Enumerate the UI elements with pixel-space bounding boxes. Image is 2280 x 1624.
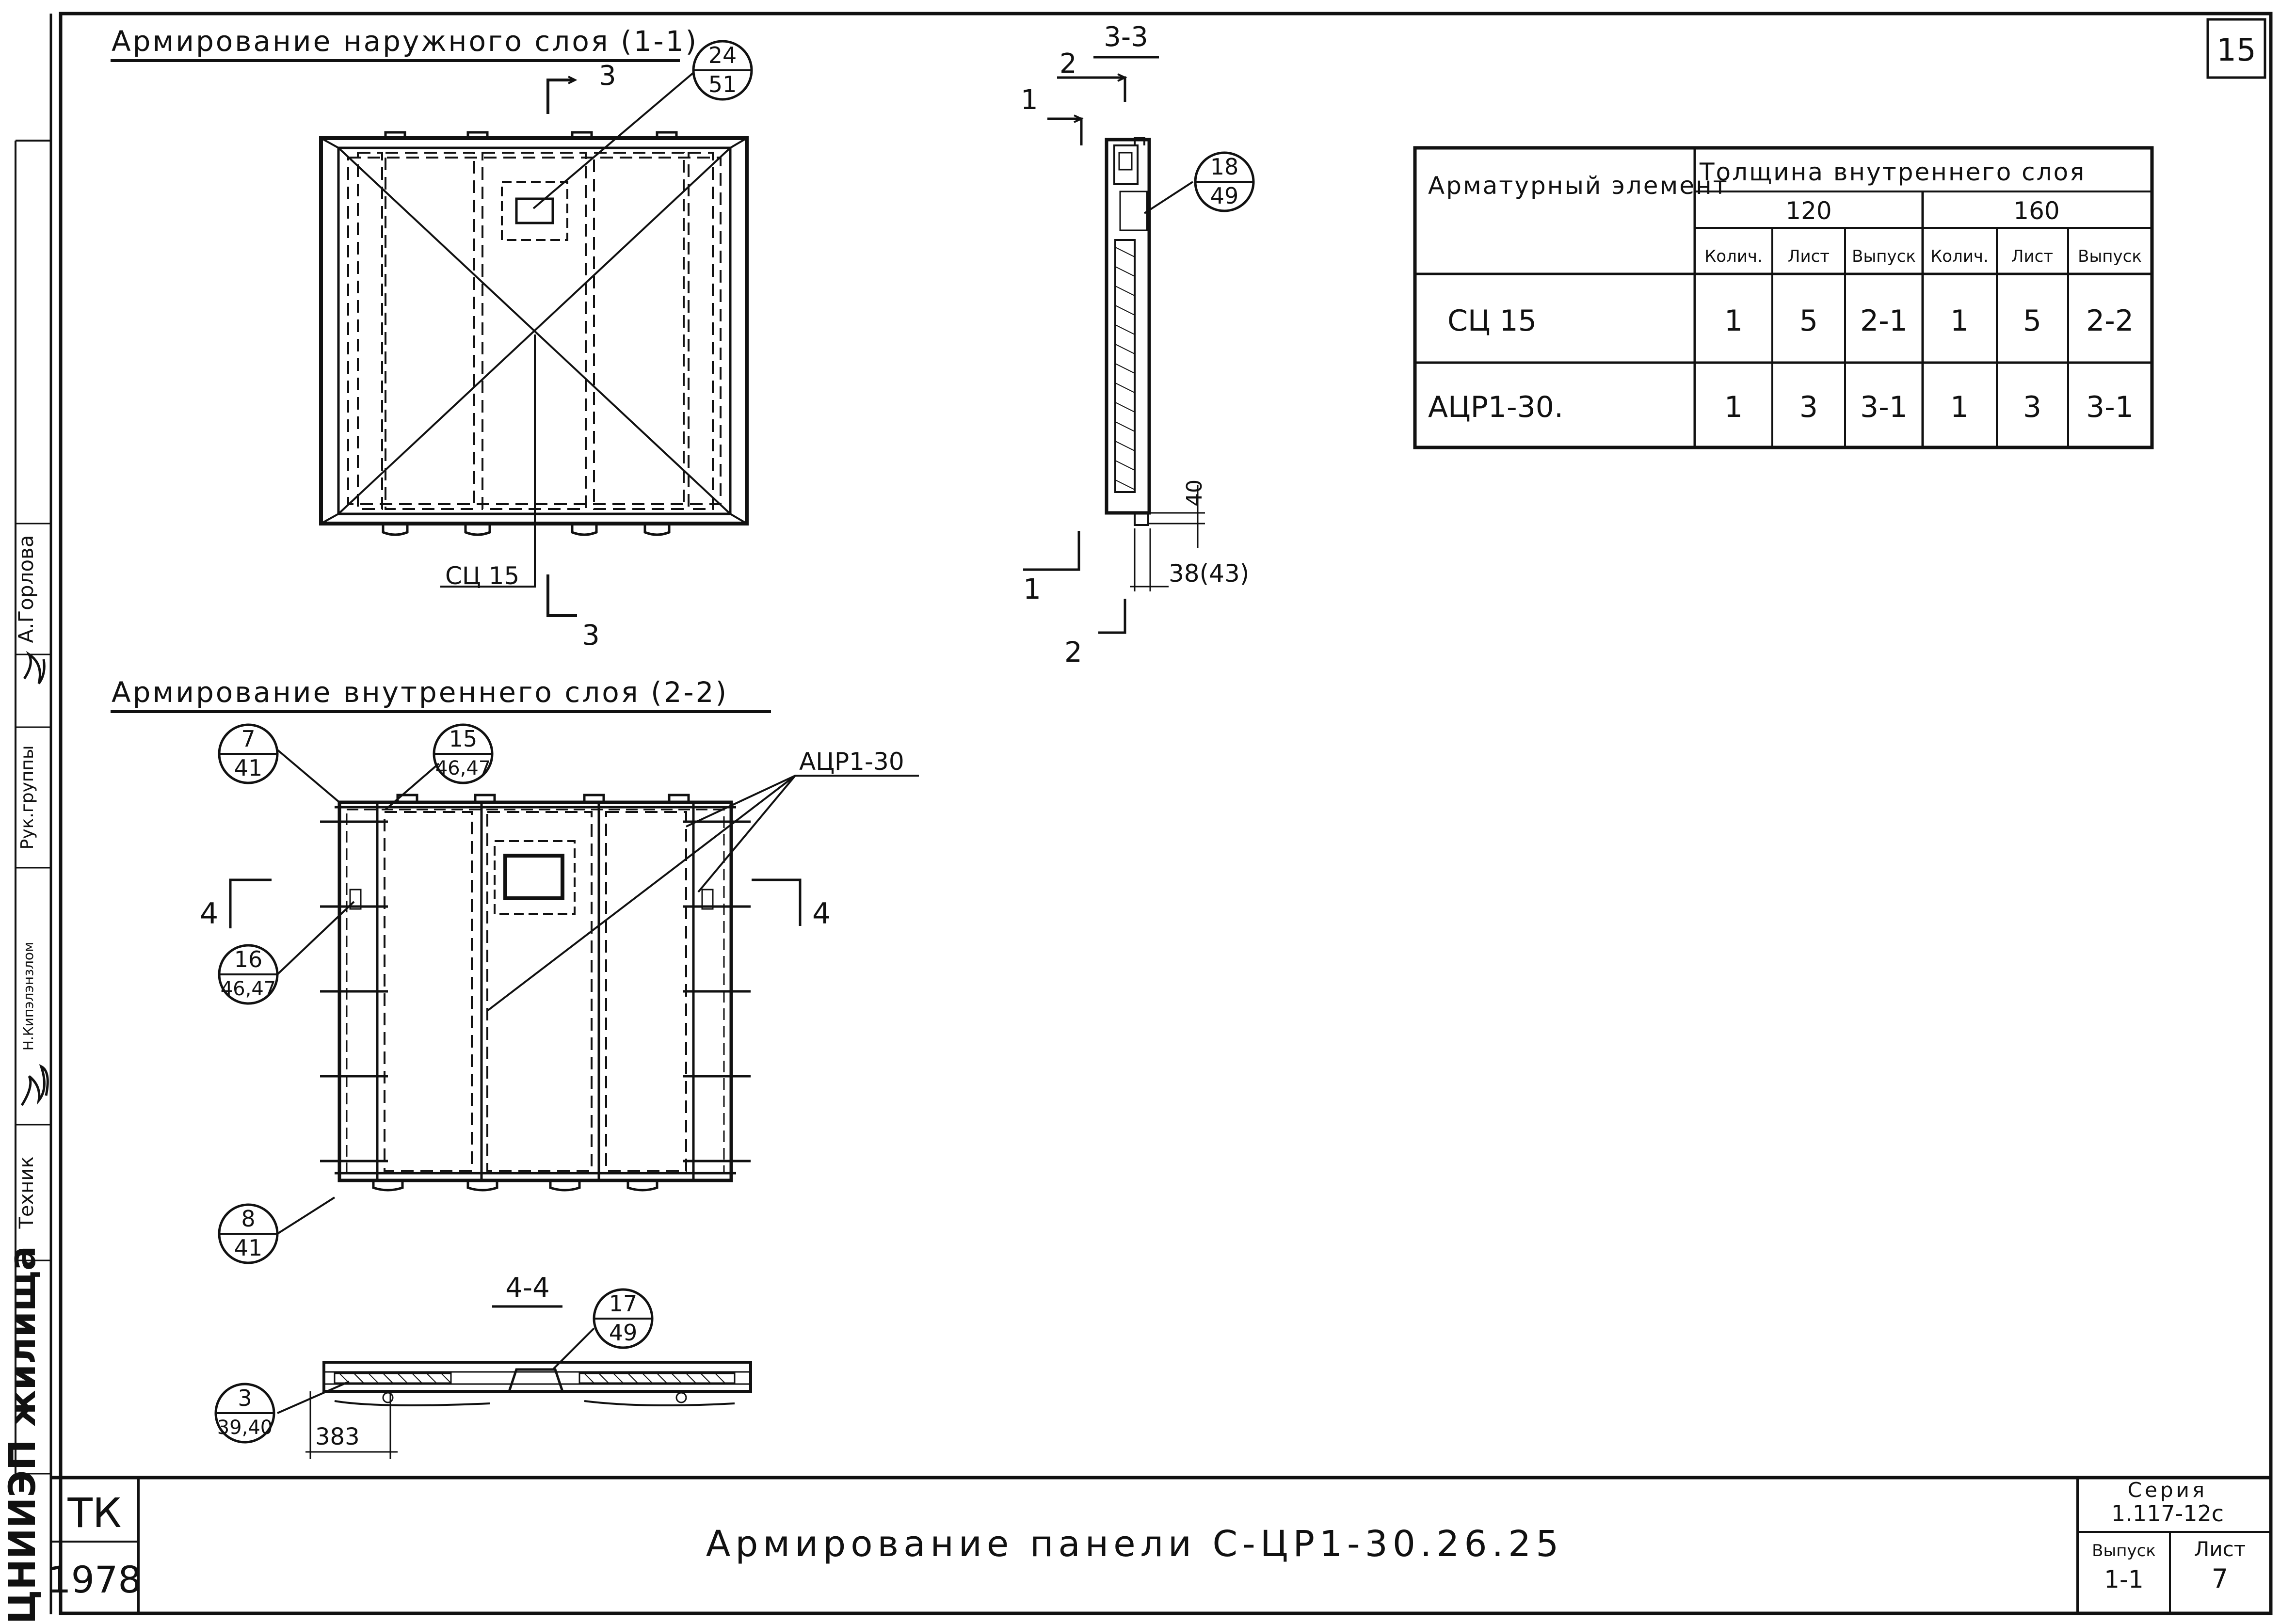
callout-24-51: 24 51	[692, 40, 753, 101]
table-sub-3: Выпуск	[1852, 247, 1916, 266]
svg-text:7: 7	[241, 726, 255, 752]
svg-text:51: 51	[708, 71, 737, 97]
table-row-2-cell: 3-1	[1860, 390, 1908, 424]
cut-4-left-label: 4	[200, 897, 218, 931]
section-44-view	[322, 1361, 752, 1406]
stamp-field-1: Техник	[16, 1156, 38, 1229]
table-row-2-cell: 3	[2023, 390, 2041, 424]
table-sub-4: Колич.	[1930, 247, 1989, 266]
stamp-field-2: Рук.группы	[17, 746, 37, 850]
svg-text:16: 16	[234, 946, 263, 972]
cut-mark-2-bottom	[1098, 599, 1126, 634]
svg-text:3: 3	[238, 1385, 252, 1411]
callout-7-41: 7 41	[218, 723, 279, 784]
table-sub-1: Колич.	[1704, 247, 1763, 266]
callout-8-41: 8 41	[218, 1203, 279, 1264]
table-row-2-cell: 3-1	[2086, 390, 2134, 424]
side-stamp: А.Горлова Рук.группы Н.Кипэлэнзлом Техни…	[0, 140, 51, 1624]
svg-text:8: 8	[241, 1206, 255, 1232]
table-sub-2: Лист	[1788, 247, 1830, 266]
svg-text:41: 41	[234, 1235, 263, 1261]
cut-3-bottom-label: 3	[582, 619, 600, 652]
sheet-frame	[59, 12, 2273, 1615]
section-33-title: 3-3	[1104, 21, 1148, 53]
series-value: 1.117-12с	[2111, 1500, 2224, 1527]
table-col-element: Арматурный элемент	[1428, 172, 1729, 200]
year-label: 1978	[48, 1558, 141, 1601]
callout-15-4647: 15 46,47	[433, 723, 494, 784]
table-row-1-cell: 1	[1950, 304, 1969, 338]
svg-text:15: 15	[449, 726, 478, 752]
stamp-name-2: А.Горлова	[14, 535, 38, 643]
title-block	[51, 1476, 2271, 1614]
acr-label: АЦР1-30	[799, 748, 904, 776]
cut-mark-1-top	[1047, 117, 1083, 145]
table-col-thickness: Толщина внутреннего слоя	[1699, 158, 2086, 186]
stamp-organization: ЦНИИЭП жилища	[0, 1246, 44, 1624]
table-row-2-cell: 3	[1799, 390, 1818, 424]
svg-text:49: 49	[609, 1320, 638, 1346]
cut-mark-2-top	[1057, 76, 1126, 102]
table-row-2-cell: 1	[1724, 390, 1743, 424]
list-label: Лист	[2194, 1537, 2246, 1561]
signature-1	[23, 651, 46, 685]
sheet-number: 15	[2216, 32, 2256, 68]
callout-3-3940: 3 39,40	[214, 1383, 275, 1444]
tk-label: ТК	[67, 1489, 122, 1537]
callout-17-49: 17 49	[593, 1288, 654, 1349]
svg-text:46,47: 46,47	[435, 757, 491, 780]
table-row-1-cell: 2-2	[2086, 304, 2134, 338]
table-sub-5: Лист	[2011, 247, 2053, 266]
callout-16-4647: 16 46,47	[218, 944, 279, 1005]
cut-2-top-label: 2	[1060, 48, 1077, 80]
list-value: 7	[2212, 1563, 2228, 1594]
cut-4-right-label: 4	[812, 897, 831, 931]
table-row-1-name: СЦ 15	[1447, 304, 1537, 338]
dim-40: 40	[1182, 479, 1207, 507]
section-44-title: 4-4	[505, 1272, 549, 1304]
cut-1-bottom-label: 1	[1023, 573, 1041, 605]
table-row-1-cell: 2-1	[1860, 304, 1908, 338]
svg-text:46,47: 46,47	[221, 978, 276, 1000]
table-row-2-name: АЦР1-30.	[1428, 390, 1563, 424]
inner-layer-view	[320, 794, 751, 1192]
svg-text:39,40: 39,40	[217, 1417, 273, 1439]
svg-text:49: 49	[1210, 183, 1239, 209]
table-row-1-cell: 1	[1724, 304, 1743, 338]
sc15-label: СЦ 15	[445, 562, 519, 590]
vyp-label: Выпуск	[2092, 1541, 2156, 1560]
cut-3-top-label: 3	[599, 60, 616, 92]
cut-mark-1-bottom	[1023, 531, 1080, 571]
svg-text:24: 24	[708, 42, 737, 68]
section-33-view	[1105, 137, 1151, 526]
stamp-name-1: Н.Кипэлэнзлом	[20, 942, 36, 1051]
table-row-1-cell: 5	[1799, 304, 1818, 338]
table-row-2-cell: 1	[1950, 390, 1969, 424]
dim-383: 383	[315, 1423, 360, 1450]
table-t160: 160	[2013, 197, 2059, 225]
sheet-title: Армирование панели С-ЦР1-30.26.25	[706, 1523, 1564, 1565]
vyp-value: 1-1	[2104, 1565, 2144, 1593]
svg-text:17: 17	[609, 1290, 638, 1317]
series-label: Серия	[2128, 1478, 2207, 1502]
outer-layer-title: Армирование наружного слоя (1-1)	[112, 25, 698, 58]
dim-38: 38(43)	[1169, 559, 1249, 588]
inner-layer-title: Армирование внутреннего слоя (2-2)	[112, 676, 728, 709]
table-row-1-cell: 5	[2023, 304, 2041, 338]
cut-mark-4-right	[752, 878, 802, 926]
cut-2-bottom-label: 2	[1064, 636, 1082, 669]
table-sub-6: Выпуск	[2078, 247, 2142, 266]
callout-18-49: 18 49	[1194, 151, 1255, 212]
cut-mark-3-bottom	[546, 574, 577, 617]
svg-text:41: 41	[234, 755, 263, 781]
sheet-number-box	[2206, 18, 2266, 79]
rebar-table	[1413, 146, 2154, 449]
cut-1-top-label: 1	[1021, 84, 1038, 116]
signature-2	[20, 1064, 49, 1106]
svg-text:18: 18	[1210, 154, 1239, 180]
cut-mark-4-left	[229, 878, 272, 928]
table-t120: 120	[1785, 197, 1831, 225]
cut-mark-3-top	[546, 79, 575, 114]
